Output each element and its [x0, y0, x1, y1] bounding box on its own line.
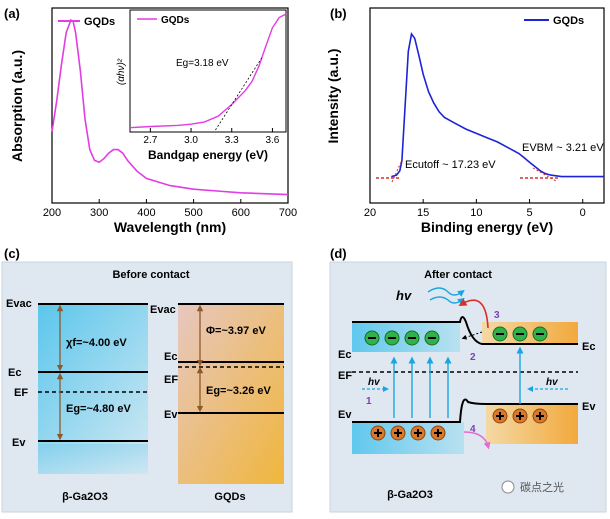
inset-xticks: 2.7 3.0 3.3 3.6	[143, 128, 280, 146]
annotation-cutoff: Ecutoff ~ 17.23 eV	[405, 159, 496, 171]
hole-sign	[536, 412, 544, 420]
inset-xtick-label: 3.3	[225, 135, 239, 146]
hv-left-label: hv	[368, 377, 381, 388]
label-ec-left: Ec	[8, 367, 21, 379]
hole-sign	[516, 412, 524, 420]
label-ev-d-right: Ev	[582, 401, 596, 413]
ga2o3-vb-block	[352, 422, 464, 454]
label-evac-right: Evac	[150, 304, 176, 316]
hole-sign	[496, 412, 504, 420]
phi-label: Φ=~3.97 eV	[206, 325, 266, 337]
label-ef-left: EF	[14, 387, 28, 399]
panel-a: (a) Absorption (a.u.) Wavelength (nm) 20…	[4, 6, 297, 235]
ga2o3-valence-block	[38, 444, 148, 474]
panel-a-frame	[51, 7, 289, 204]
panel-b-xtick-label: 20	[364, 207, 376, 219]
hole-sign	[374, 429, 382, 437]
inset-xtick-label: 3.0	[184, 135, 198, 146]
label-ev-left: Ev	[12, 437, 26, 449]
panel-c-material-left: β-Ga2O3	[62, 491, 108, 503]
panel-d-background	[329, 261, 607, 513]
label-ec-d-left: Ec	[338, 349, 351, 361]
eg-right-label: Eg=~3.26 eV	[206, 385, 271, 397]
panel-a-tag: (a)	[4, 6, 20, 21]
hv-top-label: hv	[396, 288, 412, 303]
panel-b-frame	[369, 7, 605, 204]
gqds-band-block	[178, 304, 284, 484]
eg-left-label: Eg=~4.80 eV	[66, 403, 131, 415]
label-ev-d-left: Ev	[338, 409, 352, 421]
panel-b-xtick-label: 15	[417, 207, 429, 219]
electron-transfer-arrow-3	[458, 298, 489, 329]
panel-b: (b) Intensity (a.u.) Binding energy (eV)…	[325, 6, 605, 235]
hole-transfer-arrow-4	[463, 431, 491, 450]
hole-sign	[394, 429, 402, 437]
inset-frame	[129, 9, 287, 133]
inset-xlabel: Bandgap energy (eV)	[148, 148, 268, 162]
panel-b-xlabel: Binding energy (eV)	[421, 219, 553, 235]
ga2o3-band-block	[38, 304, 148, 444]
step-1: 1	[366, 396, 372, 407]
panel-d-material-left: β-Ga2O3	[387, 489, 433, 501]
panel-b-xtick-label: 5	[526, 207, 532, 219]
hole-sign	[434, 429, 442, 437]
panel-d-title: After contact	[424, 269, 492, 281]
label-ec-d-right: Ec	[582, 341, 595, 353]
inset-xtick-label: 3.6	[265, 135, 279, 146]
annotation-vbm: EVBM ~ 3.21 eV	[522, 142, 604, 154]
label-ef-d-left: EF	[338, 370, 352, 382]
vbm-tangent-dash	[532, 167, 557, 182]
hole-group	[370, 408, 548, 441]
label-evac-left: Evac	[6, 298, 32, 310]
panel-b-xticks: 20 15 10 5 0	[364, 199, 586, 219]
watermark-text: 碳点之光	[520, 480, 564, 494]
cutoff-tangent-dash	[391, 159, 403, 183]
panel-b-xtick-label: 0	[580, 207, 586, 219]
label-ef-right: EF	[164, 374, 178, 386]
inset-xtick-label: 2.7	[143, 135, 157, 146]
hv-wave-1	[427, 287, 465, 297]
ev-band-line	[352, 398, 578, 423]
panel-b-legend: GQDs	[553, 15, 584, 27]
inset-series-gqds	[129, 13, 287, 129]
label-ec-right: Ec	[164, 351, 177, 363]
label-ev-right: Ev	[164, 409, 178, 421]
inset-legend: GQDs	[161, 15, 190, 26]
panel-d: (d) After contact hv hv hv 1 2 3 4 Ec EF	[329, 246, 607, 513]
chi-label: χf=~4.00 eV	[66, 337, 127, 349]
hole-sign	[414, 429, 422, 437]
panel-a-legend: GQDs	[84, 16, 115, 28]
inset-annotation: Eg=3.18 eV	[176, 58, 229, 69]
panel-a-xticks: 200 300 400 500 600 700	[43, 199, 297, 219]
step-3: 3	[494, 310, 500, 321]
watermark-logo	[501, 480, 515, 494]
inset-ylabel: (αhν)²	[116, 58, 127, 85]
panel-a-ylabel: Absorption (a.u.)	[9, 50, 25, 162]
step-2: 2	[470, 352, 476, 363]
panel-c-material-right: GQDs	[214, 491, 245, 503]
panel-b-series-gqds	[391, 32, 604, 178]
panel-d-tag: (d)	[330, 246, 347, 261]
panel-c: (c) Before contact Evac Ec EF Ev Evac Ec…	[1, 246, 293, 513]
panel-c-title: Before contact	[112, 269, 189, 281]
panel-a-xlabel: Wavelength (nm)	[114, 219, 226, 235]
hv-wave-2	[429, 296, 465, 305]
panel-a-xtick-label: 200	[43, 207, 61, 219]
panel-b-ylabel: Intensity (a.u.)	[325, 49, 341, 144]
ec-band-line	[352, 316, 578, 345]
panel-b-xtick-label: 10	[470, 207, 482, 219]
panel-a-xtick-label: 400	[137, 207, 155, 219]
panel-a-xtick-label: 500	[184, 207, 202, 219]
panel-c-tag: (c)	[4, 246, 20, 261]
panel-b-tag: (b)	[330, 6, 347, 21]
electron-group	[364, 326, 548, 346]
panel-a-xtick-label: 300	[90, 207, 108, 219]
hv-right-label: hv	[546, 377, 559, 388]
step-4: 4	[470, 424, 476, 435]
panel-a-xtick-label: 600	[232, 207, 250, 219]
electron-transfer-arrow-2	[461, 331, 483, 340]
panel-a-xtick-label: 700	[279, 207, 297, 219]
